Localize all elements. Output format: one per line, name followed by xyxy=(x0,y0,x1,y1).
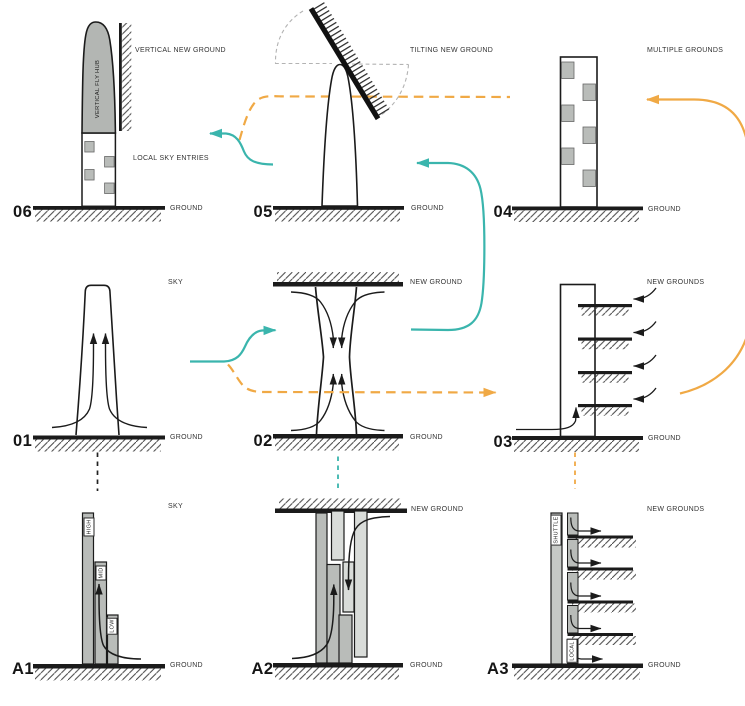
label-sky-a1: SKY xyxy=(168,503,183,510)
label-bar-mid: MID xyxy=(95,565,106,581)
label-ground-05: GROUND xyxy=(411,205,444,212)
connector-orange-03-04 xyxy=(646,94,745,395)
label-bar-high: HIGH xyxy=(83,517,95,536)
flow-arrows xyxy=(290,291,385,432)
entry-arrows xyxy=(516,287,657,431)
panel-a2-drawing xyxy=(273,498,407,680)
interlocking-shafts xyxy=(315,510,368,664)
shuttle-bar xyxy=(550,512,563,665)
label-ground-01: GROUND xyxy=(170,434,203,441)
label-ground-03: GROUND xyxy=(648,434,681,442)
vertical-wall-hatch xyxy=(121,23,132,131)
label-ground-06: GROUND xyxy=(170,204,203,212)
vertical-wall xyxy=(119,23,122,131)
panel-01-drawing xyxy=(33,284,165,452)
panel-04-drawing xyxy=(512,56,643,222)
label-new-grounds-03: NEW GROUNDS xyxy=(647,279,705,286)
label-ground-a3: GROUND xyxy=(648,661,681,669)
panel-number-06: 06 xyxy=(13,202,33,221)
label-new-ground-a2: NEW GROUND xyxy=(411,505,464,513)
row-link-dashes xyxy=(96,452,576,492)
multiple-grounds-windows xyxy=(561,61,596,187)
label-local-sky-entries: LOCAL SKY ENTRIES xyxy=(133,155,209,162)
connector-teal-01-02 xyxy=(190,325,277,363)
label-ground-a1: GROUND xyxy=(170,662,203,669)
label-local: LOCAL xyxy=(566,638,578,663)
label-vertical-fly-hub: VERTICAL FLY HUB xyxy=(95,59,101,119)
label-bar-low: LOW xyxy=(106,617,118,635)
label-ground-a2: GROUND xyxy=(410,662,443,669)
panel-03-drawing xyxy=(512,283,657,452)
rise-arrow xyxy=(95,583,142,660)
hourglass-tower xyxy=(314,286,358,435)
shaft-arrows xyxy=(291,515,391,660)
panel-number-a2: A2 xyxy=(251,659,274,678)
ledges xyxy=(567,535,633,636)
connector-orange-05-06 xyxy=(238,95,511,141)
tower-05 xyxy=(321,63,359,207)
label-vertical-new-ground: VERTICAL NEW GROUND xyxy=(135,47,226,54)
panel-number-02: 02 xyxy=(253,432,273,450)
panel-a1-drawing xyxy=(33,512,165,681)
label-ground-04: GROUND xyxy=(648,205,681,213)
panel-02-drawing xyxy=(273,272,403,451)
panel-number-01: 01 xyxy=(13,432,33,450)
label-shuttle: SHUTTLE xyxy=(550,514,562,546)
label-tilting-new-ground: TILTING NEW GROUND xyxy=(410,47,494,54)
connector-teal-02-05 xyxy=(410,158,486,332)
panel-05-drawing xyxy=(273,0,410,222)
panel-number-03: 03 xyxy=(493,432,513,451)
label-sky-01: SKY xyxy=(168,278,183,286)
panel-06-drawing xyxy=(33,21,165,222)
label-new-grounds-a3: NEW GROUNDS xyxy=(647,505,705,513)
label-multiple-grounds: MULTIPLE GROUNDS xyxy=(647,47,724,54)
new-ground-slab xyxy=(273,282,403,287)
panel-number-05: 05 xyxy=(253,202,273,221)
label-ground-02: GROUND xyxy=(410,433,443,441)
panel-number-a3: A3 xyxy=(487,659,509,678)
ledge-hatches xyxy=(572,538,636,645)
connector-teal-to-06 xyxy=(209,128,274,166)
tower-01 xyxy=(75,284,120,436)
connector-orange-01-03 xyxy=(227,363,497,398)
panel-number-04: 04 xyxy=(493,203,513,221)
panel-number-a1: A1 xyxy=(12,659,34,678)
label-new-ground-02: NEW GROUND xyxy=(410,279,463,286)
new-ground-ledges xyxy=(578,304,632,416)
tilting-new-ground-bar xyxy=(308,0,391,121)
updraft-arrows xyxy=(51,333,148,429)
vertical-fly-hub-shape xyxy=(81,21,117,134)
sky-entry-windows xyxy=(84,141,115,194)
panel-a3-drawing xyxy=(512,512,643,680)
high-mid-low-bars xyxy=(81,512,119,665)
